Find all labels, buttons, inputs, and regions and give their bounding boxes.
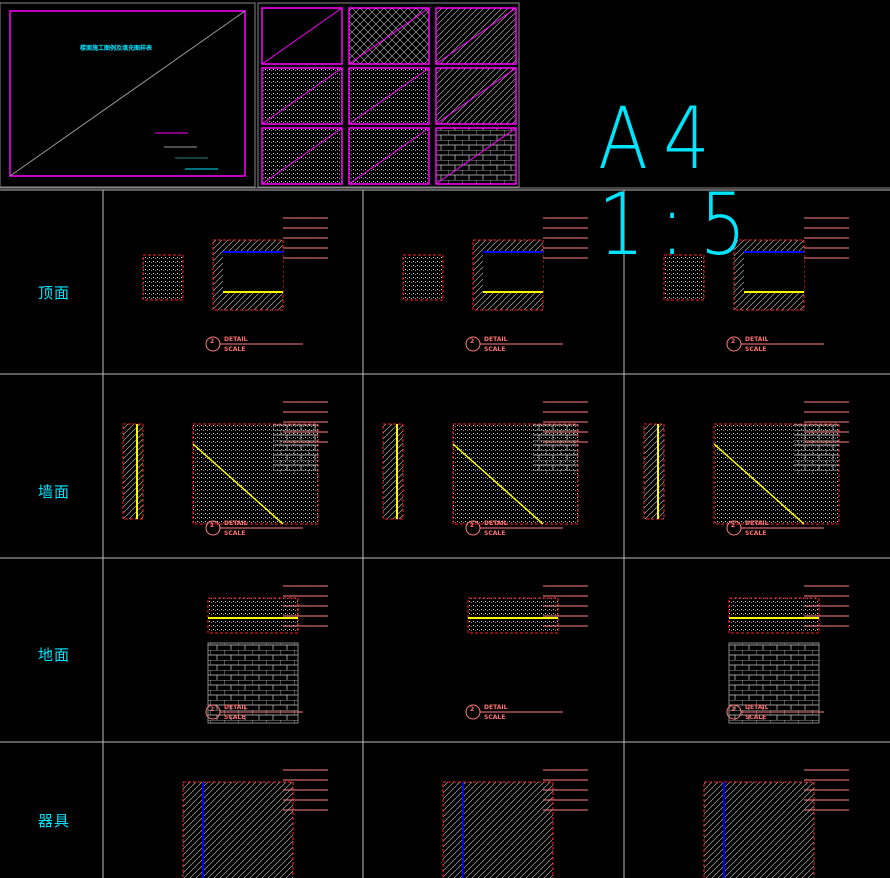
scale-label: SCALE [224, 530, 246, 537]
row-label-fixture: 器具 [38, 812, 71, 830]
detail-enlarged [663, 254, 705, 301]
detail-label: DETAIL [745, 704, 769, 711]
hatch-sample-diagonal [348, 67, 430, 125]
hatch-sample-diagonal [435, 127, 517, 185]
detail-cell[interactable]: 2 DETAIL SCALE [103, 374, 363, 558]
layer-line [713, 443, 805, 525]
detail-cell[interactable]: 2 DETAIL SCALE [103, 558, 363, 742]
hatch-sample-diagonal [435, 7, 517, 65]
hatch-sample-diagonal [348, 127, 430, 185]
detail-number: 2 [731, 706, 736, 713]
scale-label: SCALE [745, 714, 767, 721]
detail-number: 2 [470, 706, 475, 713]
row-label-ceiling: 顶面 [38, 284, 71, 302]
fixture-section [182, 781, 294, 878]
detail-cell[interactable]: 2 DETAIL SCALE [624, 190, 884, 374]
detail-enlarged [142, 254, 184, 301]
ceiling-void [483, 252, 543, 292]
detail-cell[interactable]: 2 DETAIL SCALE [363, 558, 623, 742]
title-block-title: 楼面施工图例及填充图样表 [80, 45, 153, 52]
layer-line [452, 443, 544, 525]
detail-label: DETAIL [224, 704, 248, 711]
scale-label: SCALE [484, 714, 506, 721]
row-label-wall: 墙面 [38, 483, 71, 501]
detail-number: 2 [210, 338, 215, 345]
ceiling-void [223, 252, 283, 292]
detail-number: 2 [731, 522, 736, 529]
detail-label: DETAIL [484, 520, 508, 527]
title-block-diagonal [9, 10, 246, 177]
fixture-section [442, 781, 554, 878]
detail-label: DETAIL [224, 336, 248, 343]
detail-label: DETAIL [745, 520, 769, 527]
detail-label: DETAIL [745, 336, 769, 343]
title-block-frame [0, 2, 256, 188]
floor-section [467, 597, 559, 634]
hatch-sample-diagonal [261, 127, 343, 185]
hatch-sample-diagonal [435, 67, 517, 125]
row-label-floor: 地面 [38, 646, 71, 664]
detail-cell[interactable]: 2 DETAIL SCALE [363, 190, 623, 374]
floor-curve-section [207, 642, 299, 724]
hatch-sample-diagonal [261, 7, 343, 65]
title-block-border [9, 10, 246, 177]
detail-enlarged [402, 254, 444, 301]
detail-number: 2 [210, 706, 215, 713]
hatch-sample-diagonal [261, 67, 343, 125]
detail-cell[interactable]: 2 DETAIL SCALE [624, 374, 884, 558]
detail-label: DETAIL [484, 336, 508, 343]
scale-label: SCALE [484, 346, 506, 353]
detail-number: 2 [731, 338, 736, 345]
detail-number: 2 [470, 522, 475, 529]
scale-label: SCALE [224, 346, 246, 353]
detail-cell[interactable]: 2 DETAIL SCALE [103, 190, 363, 374]
detail-cell[interactable]: 2 DETAIL SCALE [624, 558, 884, 742]
scale-label: SCALE [484, 530, 506, 537]
scale-label: SCALE [224, 714, 246, 721]
detail-number: 2 [470, 338, 475, 345]
scale-label: SCALE [745, 346, 767, 353]
hatch-panel-frame [257, 2, 520, 188]
detail-number: 2 [210, 522, 215, 529]
detail-cell[interactable]: 2 DETAIL SCALE [363, 374, 623, 558]
hatch-sample [261, 7, 343, 65]
hatch-sample-diagonal [348, 7, 430, 65]
detail-label: DETAIL [484, 704, 508, 711]
floor-curve-section [728, 642, 820, 724]
detail-label: DETAIL [224, 520, 248, 527]
ceiling-void [744, 252, 804, 292]
scale-label: SCALE [745, 530, 767, 537]
layer-line [192, 443, 284, 525]
fixture-section [703, 781, 815, 878]
sheet-scale-label: A4 1:5 [598, 89, 762, 275]
